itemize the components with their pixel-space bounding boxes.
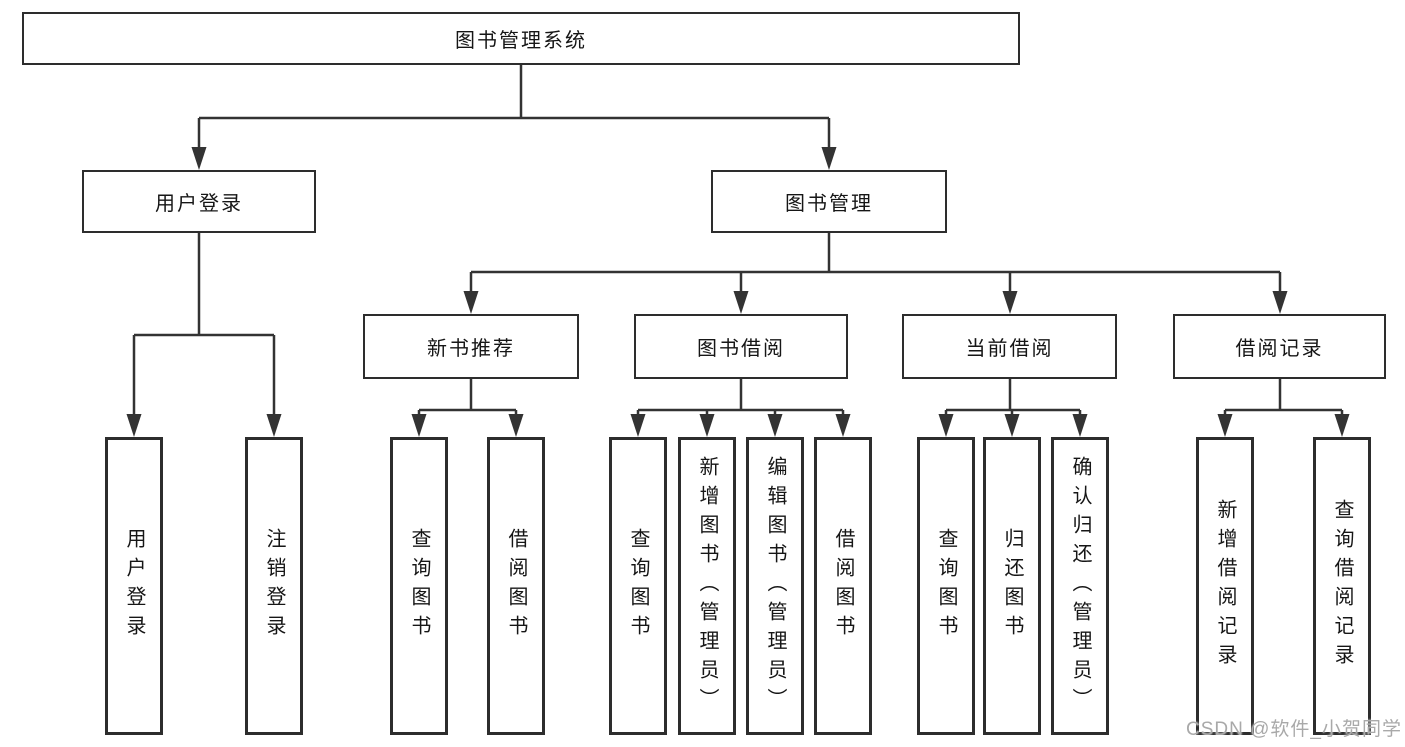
- node-current-borrowing-label: 当前借阅: [965, 338, 1054, 360]
- node-user-login-label: 用户登录: [155, 193, 243, 215]
- leaf-return-books: 归还图书: [983, 437, 1041, 735]
- node-current-borrowing: 当前借阅: [902, 314, 1117, 379]
- leaf-return-books-label: 归还图书: [1001, 528, 1023, 644]
- leaf-logout-label: 注销登录: [263, 528, 285, 644]
- leaf-add-books-admin-label: 新增图书（管理员）: [696, 455, 718, 717]
- leaf-query-borrow-record: 查询借阅记录: [1313, 437, 1371, 735]
- node-user-login: 用户登录: [82, 170, 316, 233]
- leaf-add-borrow-record: 新增借阅记录: [1196, 437, 1254, 735]
- leaf-borrow-books-2-label: 借阅图书: [832, 528, 854, 644]
- node-book-management: 图书管理: [711, 170, 947, 233]
- csdn-watermark: CSDN @软件_小贺同学: [1186, 719, 1402, 740]
- leaf-add-borrow-record-label: 新增借阅记录: [1214, 499, 1236, 673]
- leaf-logout: 注销登录: [245, 437, 303, 735]
- connector-root-to-level2: [191, 65, 837, 170]
- leaf-query-books-2-label: 查询图书: [627, 528, 649, 644]
- leaf-borrow-books-1-label: 借阅图书: [505, 528, 527, 644]
- leaf-confirm-return-admin: 确认归还（管理员）: [1051, 437, 1109, 735]
- leaf-edit-books-admin: 编辑图书（管理员）: [746, 437, 804, 735]
- connector-user-login-branch: [126, 233, 282, 437]
- connector-book-mgmt-branch: [463, 233, 1288, 314]
- leaf-user-login: 用户登录: [105, 437, 163, 735]
- node-book-borrowing: 图书借阅: [634, 314, 848, 379]
- connector-book-borrow-branch: [630, 379, 851, 437]
- leaf-user-login-label: 用户登录: [123, 528, 145, 644]
- leaf-query-books-1: 查询图书: [390, 437, 448, 735]
- leaf-query-borrow-record-label: 查询借阅记录: [1331, 499, 1353, 673]
- leaf-confirm-return-admin-label: 确认归还（管理员）: [1069, 455, 1091, 717]
- leaf-add-books-admin: 新增图书（管理员）: [678, 437, 736, 735]
- leaf-query-books-1-label: 查询图书: [408, 528, 430, 644]
- node-new-book-recommend-label: 新书推荐: [427, 338, 515, 360]
- node-new-book-recommend: 新书推荐: [363, 314, 579, 379]
- leaf-query-books-3: 查询图书: [917, 437, 975, 735]
- connector-new-book-rec-branch: [411, 379, 524, 437]
- connector-borrow-record-branch: [1217, 379, 1350, 437]
- node-root-label: 图书管理系统: [455, 30, 587, 52]
- node-book-borrowing-label: 图书借阅: [697, 338, 785, 360]
- leaf-query-books-2: 查询图书: [609, 437, 667, 735]
- leaf-borrow-books-2: 借阅图书: [814, 437, 872, 735]
- connector-current-borrow-branch: [938, 379, 1088, 437]
- node-borrowing-records: 借阅记录: [1173, 314, 1386, 379]
- node-root: 图书管理系统: [22, 12, 1020, 65]
- leaf-borrow-books-1: 借阅图书: [487, 437, 545, 735]
- leaf-edit-books-admin-label: 编辑图书（管理员）: [764, 455, 786, 717]
- node-borrowing-records-label: 借阅记录: [1235, 338, 1324, 360]
- leaf-query-books-3-label: 查询图书: [935, 528, 957, 644]
- node-book-management-label: 图书管理: [785, 193, 873, 215]
